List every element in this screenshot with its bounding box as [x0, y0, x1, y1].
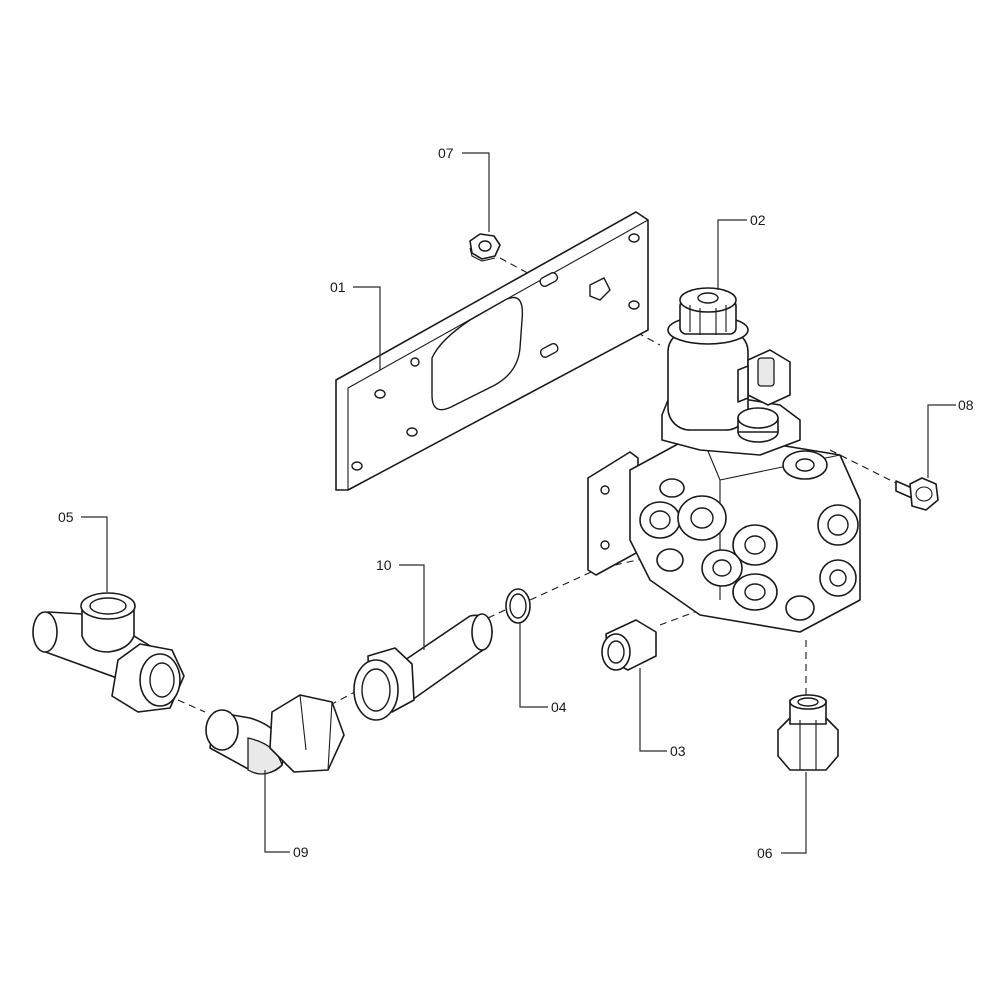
leader-lines: [81, 152, 956, 854]
callout-01: 01: [330, 279, 346, 295]
callout-labels: 07 01 02 08 05 10 04 03 09 06: [58, 145, 974, 861]
callout-07: 07: [438, 145, 454, 161]
callout-08: 08: [958, 397, 974, 413]
part-01-mounting-plate: [335, 211, 649, 491]
part-02-valve-block: [587, 287, 861, 633]
part-08-bolt: [895, 477, 939, 511]
callout-10: 10: [376, 557, 392, 573]
part-05-tee-fitting: [32, 592, 185, 713]
callout-09: 09: [293, 844, 309, 860]
part-06-nipple: [777, 694, 839, 771]
callout-06: 06: [757, 845, 773, 861]
part-04-o-ring: [505, 588, 531, 624]
callout-05: 05: [58, 509, 74, 525]
part-09-elbow-fitting: [205, 694, 345, 775]
callout-04: 04: [551, 699, 567, 715]
part-03-union: [601, 619, 657, 671]
part-10-adapter: [353, 613, 493, 721]
callout-03: 03: [670, 743, 686, 759]
part-07-nut: [469, 233, 501, 262]
callout-02: 02: [750, 212, 766, 228]
